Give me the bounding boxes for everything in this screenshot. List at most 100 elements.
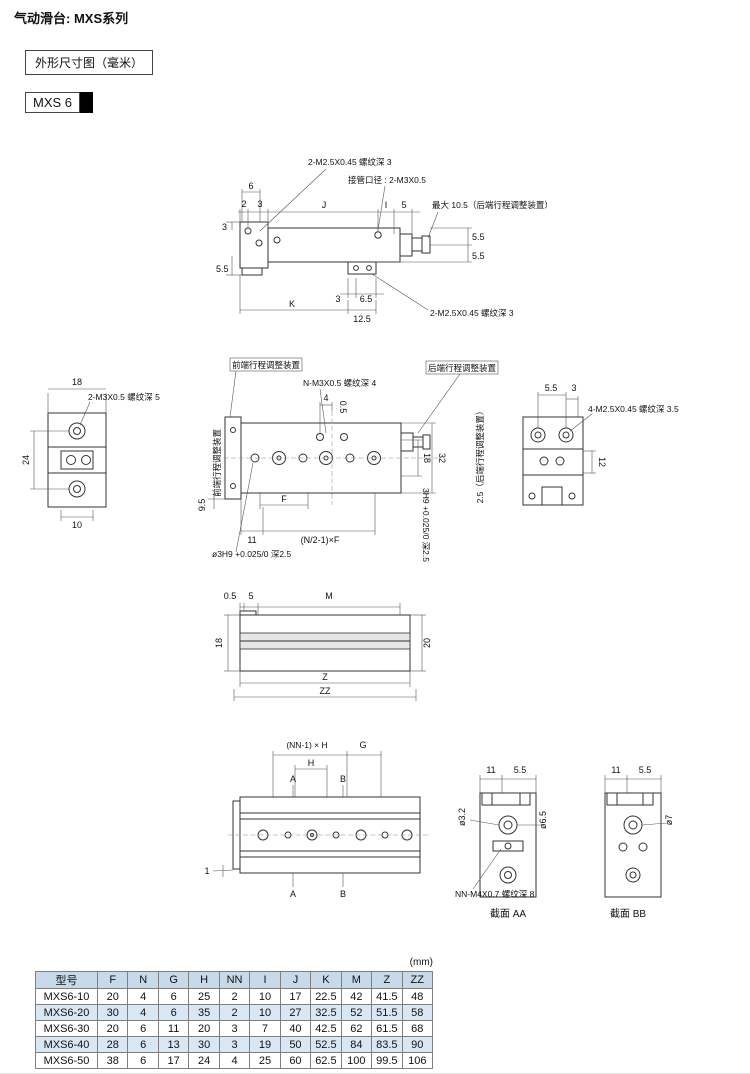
drawing-body-profile: 0.5 5 M 18 20 Z ZZ	[214, 591, 432, 701]
col-header: 型号	[35, 971, 98, 989]
thread-callout: 4-M2.5X0.45 螺纹深 3.5	[588, 404, 679, 414]
cell: 10	[249, 1004, 281, 1021]
page-title: 气动滑台: MXS系列	[14, 11, 129, 26]
dim-label: 18	[72, 377, 82, 387]
dim-label: 11	[486, 765, 495, 775]
dim-label: 3	[222, 222, 227, 232]
dim-label: 20	[422, 638, 432, 648]
dim-label: 6	[248, 181, 253, 191]
dim-label: 18	[422, 453, 432, 463]
side-view-dimension-lines	[226, 168, 472, 314]
col-header: K	[310, 971, 342, 989]
dim-label: 5	[401, 200, 406, 210]
cell: 4	[127, 988, 159, 1005]
left-end-view-outline	[47, 412, 107, 508]
section-bb-dims	[604, 775, 668, 826]
model-black-tab	[80, 92, 94, 113]
dim-label: 5.5	[472, 251, 485, 261]
cell: 61.5	[371, 1020, 403, 1037]
cell: 30	[188, 1036, 220, 1053]
right-end-view-dims	[537, 392, 596, 474]
dim-label: A	[290, 774, 296, 784]
cell-model: MXS6-50	[35, 1052, 98, 1069]
dim-label: ø6.5	[538, 811, 548, 829]
thread-callout: N-M3X0.5 螺纹深 4	[303, 378, 376, 388]
dim-label: (N/2-1)×F	[301, 535, 340, 545]
dim-label: 10	[72, 520, 82, 530]
dim-label: 5	[248, 591, 253, 601]
dim-label: 12.5	[353, 314, 371, 324]
dim-label: 3	[257, 199, 262, 209]
right-end-view-outline	[522, 416, 584, 506]
cell-model: MXS6-40	[35, 1036, 98, 1053]
dim-label: 6.5	[360, 294, 373, 304]
cell: 6	[127, 1052, 159, 1069]
cell: 68	[401, 1020, 434, 1037]
dim-label: 1	[204, 866, 209, 876]
cell: 99.5	[371, 1052, 403, 1069]
table-row: MXS6-50 38 6 17 24 4 25 60 62.5 100 99.5…	[35, 1052, 434, 1069]
dim-label: 11	[247, 535, 256, 545]
col-header: N	[127, 971, 159, 989]
cell-model: MXS6-10	[35, 988, 98, 1005]
col-header: ZZ	[401, 971, 434, 989]
cell: 25	[249, 1052, 281, 1069]
cell: 17	[157, 1052, 190, 1069]
cell: 6	[127, 1020, 159, 1037]
cell: 10	[249, 988, 281, 1005]
cell: 32.5	[310, 1004, 342, 1021]
section-aa-outline	[479, 792, 537, 898]
cell: 25	[188, 988, 220, 1005]
table-row: MXS6-10 20 4 6 25 2 10 17 22.5 42 41.5 4…	[35, 988, 434, 1005]
cell: 62	[340, 1020, 373, 1037]
cell: 19	[249, 1036, 281, 1053]
dim-label: 5.5	[472, 232, 485, 242]
cell: 13	[157, 1036, 190, 1053]
cell: 40	[279, 1020, 312, 1037]
dim-label: 24	[21, 455, 31, 465]
plan-view-dims	[208, 357, 499, 553]
cell-model: MXS6-20	[35, 1004, 98, 1021]
cell: 106	[401, 1052, 434, 1069]
cell: 62.5	[310, 1052, 342, 1069]
table-header-row: 型号 F N G H NN I J K M Z ZZ	[35, 971, 434, 989]
cell: 41.5	[371, 988, 403, 1005]
dimension-table: 型号 F N G H NN I J K M Z ZZ MXS6-10 20 4 …	[35, 971, 434, 1069]
col-header: J	[279, 971, 312, 989]
cell: 90	[401, 1036, 434, 1053]
table-row: MXS6-30 20 6 11 20 3 7 40 42.5 62 61.5 6…	[35, 1020, 434, 1037]
cell: 2	[218, 988, 251, 1005]
dim-label: K	[289, 299, 295, 309]
cell: 35	[188, 1004, 220, 1021]
dim-label: (NN-1) × H	[286, 740, 327, 750]
col-header: NN	[218, 971, 251, 989]
dim-label: F	[281, 494, 287, 504]
drawing-plan-and-end-views: 18 24 10 2-M3X0.5 螺纹深 5	[21, 357, 679, 562]
dim-label: 18	[214, 638, 224, 648]
cell: 28	[96, 1036, 129, 1053]
dim-label: 32	[437, 453, 447, 463]
cell: 38	[96, 1052, 129, 1069]
section-aa-dims	[469, 775, 541, 890]
dim-label: ø7	[664, 815, 674, 826]
max-stroke-callout: 最大 10.5（后端行程调整装置）	[432, 200, 553, 210]
cell: 7	[249, 1020, 281, 1037]
cell: 30	[96, 1004, 129, 1021]
dim-label: Z	[322, 672, 328, 682]
cell: 52.5	[310, 1036, 342, 1053]
cell: 20	[96, 1020, 129, 1037]
cell: 52	[340, 1004, 373, 1021]
dim-label: A	[290, 889, 296, 899]
dim-label: 2	[241, 199, 246, 209]
dim-label: 3	[335, 294, 340, 304]
cell: 50	[279, 1036, 312, 1053]
cell: 3	[218, 1036, 251, 1053]
port-callout: 接管口径 : 2-M3X0.5	[348, 175, 426, 185]
model-box: MXS 6	[25, 92, 94, 113]
dim-label: 5.5	[545, 383, 558, 393]
dim-label: 12	[597, 457, 607, 467]
side-view-outline	[239, 221, 431, 276]
dim-label: B	[340, 889, 346, 899]
col-header: H	[188, 971, 220, 989]
